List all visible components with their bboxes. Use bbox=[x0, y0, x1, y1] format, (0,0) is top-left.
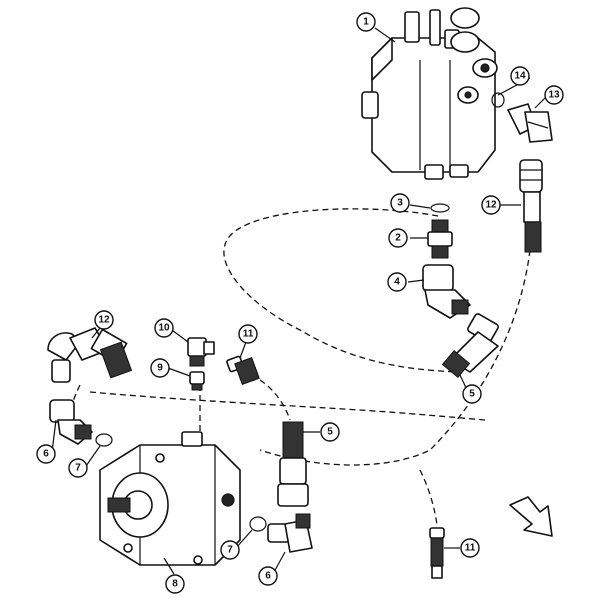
hose-5-right bbox=[441, 313, 499, 379]
callout-12-right: 12 bbox=[481, 195, 501, 215]
connector-11-bottom bbox=[429, 527, 445, 579]
callout-6-left-label: 6 bbox=[43, 449, 49, 460]
route-line-3 bbox=[89, 391, 486, 421]
connector-11-top bbox=[226, 355, 260, 386]
callout-12-left-label: 12 bbox=[98, 315, 110, 326]
callout-5-right: 5 bbox=[462, 384, 482, 404]
elbow-fitting-6-right bbox=[267, 513, 313, 553]
o-ring-14 bbox=[491, 92, 505, 108]
hose-12-left bbox=[47, 327, 133, 383]
callout-4-label: 4 bbox=[394, 277, 400, 288]
callout-5-right-label: 5 bbox=[469, 389, 475, 400]
callout-11-top: 11 bbox=[238, 324, 258, 344]
callout-6-right-label: 6 bbox=[265, 571, 271, 582]
callout-12-left: 12 bbox=[94, 310, 114, 330]
callout-12-right-label: 12 bbox=[485, 200, 497, 211]
o-ring-3 bbox=[430, 203, 450, 213]
callout-4: 4 bbox=[387, 272, 407, 292]
callout-10-label: 10 bbox=[158, 323, 170, 334]
hose-12-right bbox=[519, 159, 543, 253]
control-valve bbox=[361, 7, 498, 180]
callout-14: 14 bbox=[510, 66, 530, 86]
dashed-routing-lines bbox=[68, 208, 531, 526]
callout-6-right: 6 bbox=[258, 566, 278, 586]
callout-7-left-label: 7 bbox=[75, 463, 81, 474]
callout-13: 13 bbox=[544, 85, 564, 105]
callout-11-bottom-label: 11 bbox=[465, 543, 476, 554]
gear-pump-8 bbox=[99, 431, 241, 566]
callout-7-right-label: 7 bbox=[227, 545, 233, 556]
adapter-fitting-2 bbox=[427, 219, 453, 259]
o-ring-7-left bbox=[95, 433, 113, 447]
elbow-fitting-6-left bbox=[49, 399, 93, 445]
callout-9: 9 bbox=[150, 358, 170, 378]
callout-2-label: 2 bbox=[395, 233, 401, 244]
callout-6-left: 6 bbox=[36, 444, 56, 464]
callout-1: 1 bbox=[356, 12, 376, 32]
route-line-6 bbox=[419, 469, 438, 526]
callout-7-left: 7 bbox=[68, 458, 88, 478]
elbow-fitting-13 bbox=[507, 103, 553, 143]
callout-5-middle-label: 5 bbox=[327, 427, 333, 438]
callout-8-label: 8 bbox=[172, 579, 178, 590]
callout-9-label: 9 bbox=[157, 363, 163, 374]
callout-1-label: 1 bbox=[363, 17, 369, 28]
callout-7-right: 7 bbox=[220, 540, 240, 560]
leader-lines bbox=[51, 27, 546, 575]
callout-10: 10 bbox=[154, 318, 174, 338]
route-line-5 bbox=[259, 379, 291, 421]
callout-3-label: 3 bbox=[397, 198, 403, 209]
callout-11-bottom: 11 bbox=[460, 538, 480, 558]
hose-5-middle bbox=[277, 421, 309, 507]
callout-2: 2 bbox=[388, 228, 408, 248]
tee-fitting-10 bbox=[187, 337, 215, 367]
route-line-1 bbox=[223, 208, 461, 373]
plug-9 bbox=[189, 371, 205, 391]
callout-5-middle: 5 bbox=[320, 422, 340, 442]
callout-14-label: 14 bbox=[514, 71, 526, 82]
elbow-fitting-4 bbox=[422, 264, 471, 319]
callout-13-label: 13 bbox=[548, 90, 560, 101]
callout-3: 3 bbox=[390, 193, 410, 213]
direction-arrow-icon bbox=[509, 496, 553, 537]
o-ring-7-right bbox=[249, 516, 267, 532]
callout-11-top-label: 11 bbox=[243, 329, 254, 340]
callout-8: 8 bbox=[165, 574, 185, 594]
